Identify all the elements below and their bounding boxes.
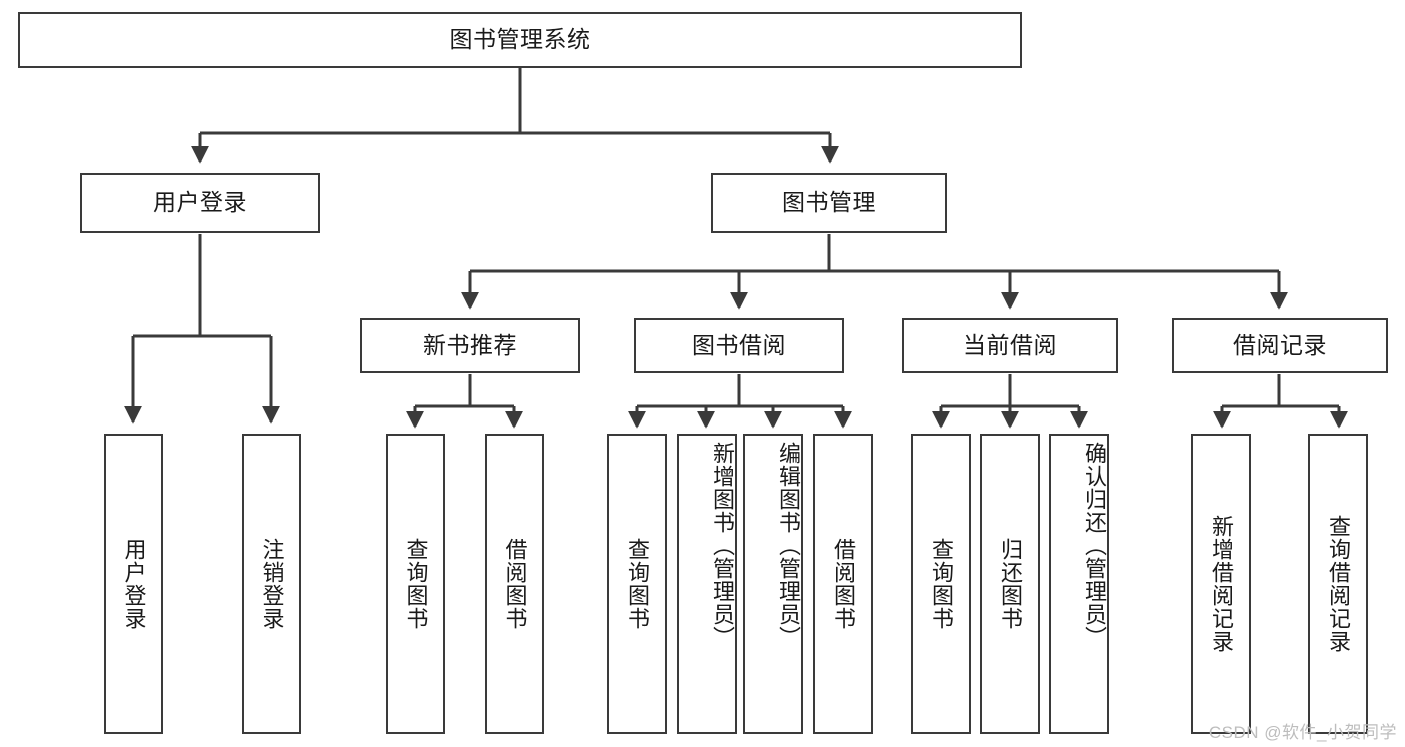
node-leaf-add-book[interactable]: 新增图书（管理员） — [677, 434, 737, 734]
node-root[interactable]: 图书管理系统 — [18, 12, 1022, 68]
node-leaf-user-login[interactable]: 用户登录 — [104, 434, 163, 734]
node-leaf-borrow-book-b[interactable]: 借阅图书 — [813, 434, 873, 734]
node-leaf-query-record[interactable]: 查询借阅记录 — [1308, 434, 1368, 734]
node-user-login[interactable]: 用户登录 — [80, 173, 320, 233]
node-leaf-query-book-a[interactable]: 查询图书 — [386, 434, 445, 734]
node-leaf-add-record[interactable]: 新增借阅记录 — [1191, 434, 1251, 734]
node-current-borrow[interactable]: 当前借阅 — [902, 318, 1118, 373]
node-leaf-borrow-book-a[interactable]: 借阅图书 — [485, 434, 544, 734]
node-leaf-query-book-b[interactable]: 查询图书 — [607, 434, 667, 734]
node-book-manage[interactable]: 图书管理 — [711, 173, 947, 233]
node-book-borrow[interactable]: 图书借阅 — [634, 318, 844, 373]
node-leaf-query-book-c[interactable]: 查询图书 — [911, 434, 971, 734]
watermark-label: CSDN @软件_小贺同学 — [1208, 723, 1397, 742]
node-leaf-edit-book[interactable]: 编辑图书（管理员） — [743, 434, 803, 734]
node-borrow-record[interactable]: 借阅记录 — [1172, 318, 1388, 373]
node-leaf-confirm-return[interactable]: 确认归还（管理员） — [1049, 434, 1109, 734]
node-leaf-return-book[interactable]: 归还图书 — [980, 434, 1040, 734]
node-leaf-logout[interactable]: 注销登录 — [242, 434, 301, 734]
node-new-book-rec[interactable]: 新书推荐 — [360, 318, 580, 373]
